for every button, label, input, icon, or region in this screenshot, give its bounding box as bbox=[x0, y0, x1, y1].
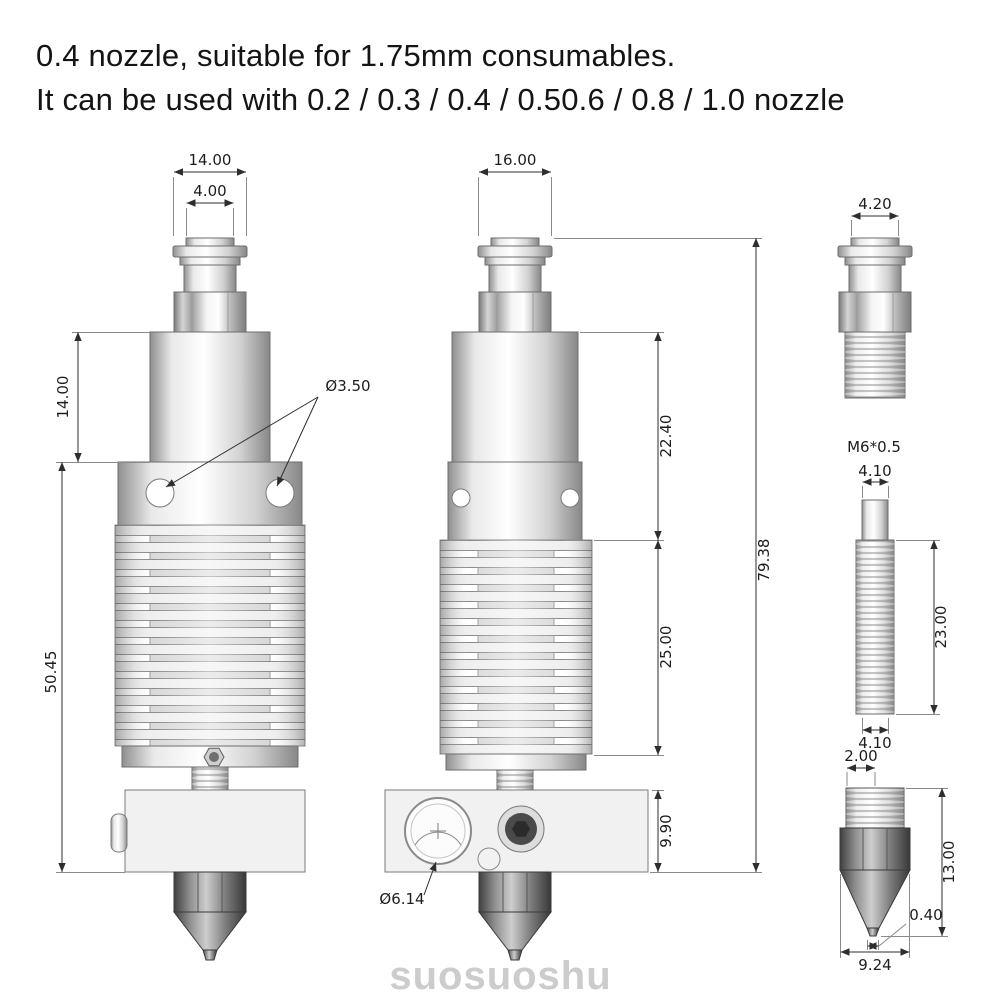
dim-throat-top-dia: 4.10 bbox=[858, 462, 892, 498]
dim-text: 14.00 bbox=[54, 376, 72, 419]
heater-bore bbox=[404, 797, 472, 865]
dim-text: 4.00 bbox=[193, 182, 226, 200]
side-view-assembly bbox=[384, 237, 649, 961]
nozzle bbox=[172, 871, 248, 961]
dim-lower-section-height: 50.45 bbox=[42, 462, 125, 873]
dim-throat-length: 23.00 bbox=[896, 540, 950, 715]
dim-total-height: 79.38 bbox=[554, 238, 773, 873]
title-line-1: 0.4 nozzle, suitable for 1.75mm consumab… bbox=[36, 38, 676, 73]
dim-text: 22.40 bbox=[657, 415, 675, 458]
dim-heater-block-height: 9.90 bbox=[652, 790, 675, 872]
dim-text: Ø6.14 bbox=[379, 890, 424, 908]
dim-text: 4.20 bbox=[858, 195, 891, 213]
dim-upper-section-height: 22.40 bbox=[580, 332, 675, 541]
dim-text: 23.00 bbox=[932, 606, 950, 649]
dim-side-cap-width: 16.00 bbox=[478, 151, 552, 236]
title-line-2: It can be used with 0.2 / 0.3 / 0.4 / 0.… bbox=[36, 82, 845, 118]
dim-text: 79.38 bbox=[755, 539, 773, 582]
nozzle-side bbox=[477, 871, 553, 961]
nozzle-cone bbox=[839, 869, 911, 929]
nozzle-hex bbox=[839, 827, 911, 871]
socket-screw bbox=[497, 805, 545, 853]
dim-text: 16.00 bbox=[494, 151, 537, 169]
dim-nozzle-thread-length: 2.00 bbox=[844, 747, 878, 786]
throat-detail bbox=[855, 499, 895, 715]
dim-mount-hole: Ø3.50 bbox=[165, 377, 371, 488]
dim-nozzle-hex-width: 9.24 bbox=[840, 874, 910, 974]
dim-text: M6*0.5 bbox=[847, 438, 901, 456]
upper-barrel-side bbox=[451, 331, 579, 463]
dim-fitting-bore: 4.20 bbox=[851, 195, 899, 236]
dim-text: 50.45 bbox=[42, 651, 60, 694]
dim-throat-bottom-dia: 4.10 bbox=[858, 718, 892, 752]
upper-barrel bbox=[149, 331, 271, 463]
dim-text: 4.10 bbox=[858, 462, 891, 480]
dim-throat-thread: M6*0.5 bbox=[847, 438, 901, 456]
dim-text: 14.00 bbox=[189, 151, 232, 169]
set-screw bbox=[203, 747, 225, 767]
pneumatic-fitting-detail bbox=[837, 237, 913, 333]
dim-text: 9.90 bbox=[657, 814, 675, 847]
pneumatic-fitting-side bbox=[477, 237, 553, 333]
pneumatic-fitting bbox=[172, 237, 248, 333]
dim-nozzle-height: 13.00 bbox=[881, 788, 958, 937]
side-hole-right bbox=[560, 488, 580, 508]
nozzle-tip bbox=[866, 927, 880, 937]
dim-heater-hole: Ø6.14 bbox=[379, 861, 437, 908]
dim-text: 25.00 bbox=[657, 626, 675, 669]
dim-collet-width: 4.00 bbox=[186, 182, 234, 236]
side-hole-left bbox=[451, 488, 471, 508]
dim-text: 13.00 bbox=[940, 841, 958, 884]
title-block: 0.4 nozzle, suitable for 1.75mm consumab… bbox=[36, 34, 845, 122]
fitting-detail bbox=[837, 237, 913, 399]
dim-nozzle-orifice: 0.40 bbox=[867, 906, 943, 950]
nozzle-detail bbox=[839, 787, 911, 937]
mounting-hole-right bbox=[265, 478, 295, 508]
dim-text: Ø3.50 bbox=[325, 377, 370, 395]
heatsink-bottom-plate-side bbox=[445, 753, 587, 771]
dim-heatsink-height: 25.00 bbox=[594, 540, 675, 756]
dim-text: 9.24 bbox=[858, 956, 891, 974]
heater-block bbox=[124, 789, 306, 873]
dim-barrel-height: 14.00 bbox=[54, 332, 150, 463]
dim-cap-width: 14.00 bbox=[173, 151, 247, 236]
small-bore bbox=[477, 847, 501, 871]
dim-text: 2.00 bbox=[844, 747, 877, 765]
watermark: suosuoshu bbox=[389, 954, 612, 998]
front-view-assembly bbox=[110, 237, 306, 961]
dim-text: 0.40 bbox=[909, 906, 942, 924]
dim-text: 4.10 bbox=[858, 734, 891, 752]
thermistor-boss bbox=[110, 813, 128, 853]
mounting-hole-left bbox=[145, 478, 175, 508]
throat-top-stub bbox=[861, 499, 889, 541]
